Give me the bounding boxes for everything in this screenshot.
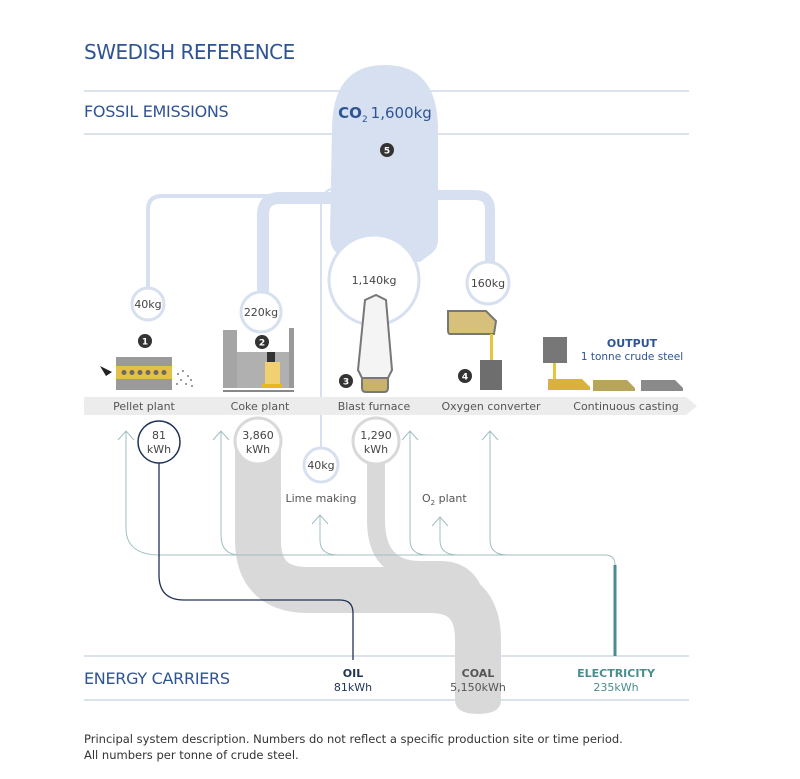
blast-furnace-icon <box>356 293 394 393</box>
emission-pellet: 40kg <box>134 298 161 311</box>
arrow-up-icon <box>117 430 135 441</box>
electricity-main <box>125 432 616 656</box>
arrow-up-icon <box>431 516 449 527</box>
electricity-coke <box>220 432 241 556</box>
electricity-flows <box>125 432 616 656</box>
label-pellet-plant: Pellet plant <box>113 400 175 413</box>
emission-circles <box>130 233 511 484</box>
emission-coke: 220kg <box>244 306 278 319</box>
arrow-up-icon <box>212 430 230 441</box>
electricity-bf <box>409 432 429 556</box>
output-label: OUTPUT <box>607 337 658 350</box>
carrier-oil-name: OIL <box>343 667 363 680</box>
casting-icon <box>543 337 683 391</box>
arrow-up-icon <box>311 514 329 525</box>
co2-sub: 2 <box>362 115 368 125</box>
step-badge-2 <box>255 335 269 349</box>
oxygen-converter-icon <box>447 310 502 390</box>
circle-coal-bf <box>351 416 401 466</box>
o2-suffix: plant <box>435 492 467 505</box>
carrier-electricity-name: ELECTRICITY <box>577 667 656 680</box>
step-badges <box>138 143 472 388</box>
co2-label: CO <box>338 104 362 122</box>
carrier-electricity-value: 235kWh <box>593 681 638 694</box>
page-title: SWEDISH REFERENCE <box>84 40 295 64</box>
arrow-up-icon <box>481 430 499 441</box>
circle-converter <box>465 260 511 306</box>
step-badge-3 <box>339 374 353 388</box>
o2-prefix: O <box>422 492 431 505</box>
footer-line-1: Principal system description. Numbers do… <box>84 732 623 746</box>
step-number-3: 3 <box>343 378 349 388</box>
step-badge-1 <box>138 334 152 348</box>
emission-lime: 40kg <box>307 459 334 472</box>
label-coke-plant: Coke plant <box>231 400 290 413</box>
co2-value: 1,600kg <box>371 104 432 122</box>
step-badge-4 <box>458 369 472 383</box>
arrowheads <box>117 430 499 527</box>
coal-tail <box>455 690 501 714</box>
section-energy-carriers: ENERGY CARRIERS <box>84 669 230 688</box>
emission-bf: 1,140kg <box>352 274 397 287</box>
step-number-2: 2 <box>259 339 265 349</box>
coal-bf <box>367 440 487 621</box>
oil-flow <box>158 455 354 660</box>
label-blast-furnace: Blast furnace <box>338 400 411 413</box>
circle-coke <box>239 290 283 334</box>
carrier-coal-value: 5,150kWh <box>450 681 506 694</box>
step-badge-5 <box>380 143 394 157</box>
label-oxygen-converter: Oxygen converter <box>441 400 541 413</box>
step-number-5: 5 <box>384 147 390 157</box>
section-fossil-emissions: FOSSIL EMISSIONS <box>84 102 229 121</box>
energy-coke-unit: kWh <box>246 443 270 456</box>
electricity-converter <box>489 432 509 556</box>
energy-coke-value: 3,860 <box>242 429 274 442</box>
co2-flows <box>146 174 495 460</box>
pellet-plant-icon <box>100 357 193 390</box>
step-number-4: 4 <box>462 373 468 383</box>
label-o2-plant: O2 plant <box>422 492 467 507</box>
energy-oil-value: 81 <box>152 429 166 442</box>
circle-pellet <box>130 286 166 322</box>
flow-converter <box>425 174 495 265</box>
energy-oil-unit: kWh <box>147 443 171 456</box>
emission-converter: 160kg <box>471 277 505 290</box>
arrow-up-icon <box>401 430 419 441</box>
label-continuous-casting: Continuous casting <box>573 400 678 413</box>
o2-sub: 2 <box>431 499 435 507</box>
circle-lime <box>302 446 340 484</box>
coke-plant-icon <box>223 328 294 392</box>
electricity-lime <box>319 516 339 556</box>
coal-flows <box>235 440 501 690</box>
circle-coal-coke <box>233 416 283 466</box>
step-number-1: 1 <box>142 338 148 348</box>
energy-bf-value: 1,290 <box>360 429 392 442</box>
process-band <box>84 397 697 415</box>
footer-line-2: All numbers per tonne of crude steel. <box>84 748 299 762</box>
output-value: 1 tonne crude steel <box>581 351 683 363</box>
carrier-oil-value: 81kWh <box>334 681 372 694</box>
circle-oil <box>137 420 181 464</box>
energy-bf-unit: kWh <box>364 443 388 456</box>
electricity-o2 <box>439 518 459 556</box>
label-lime-making: Lime making <box>285 492 356 505</box>
footer-note: Principal system description. Numbers do… <box>84 731 623 763</box>
carrier-coal-name: COAL <box>462 667 495 680</box>
